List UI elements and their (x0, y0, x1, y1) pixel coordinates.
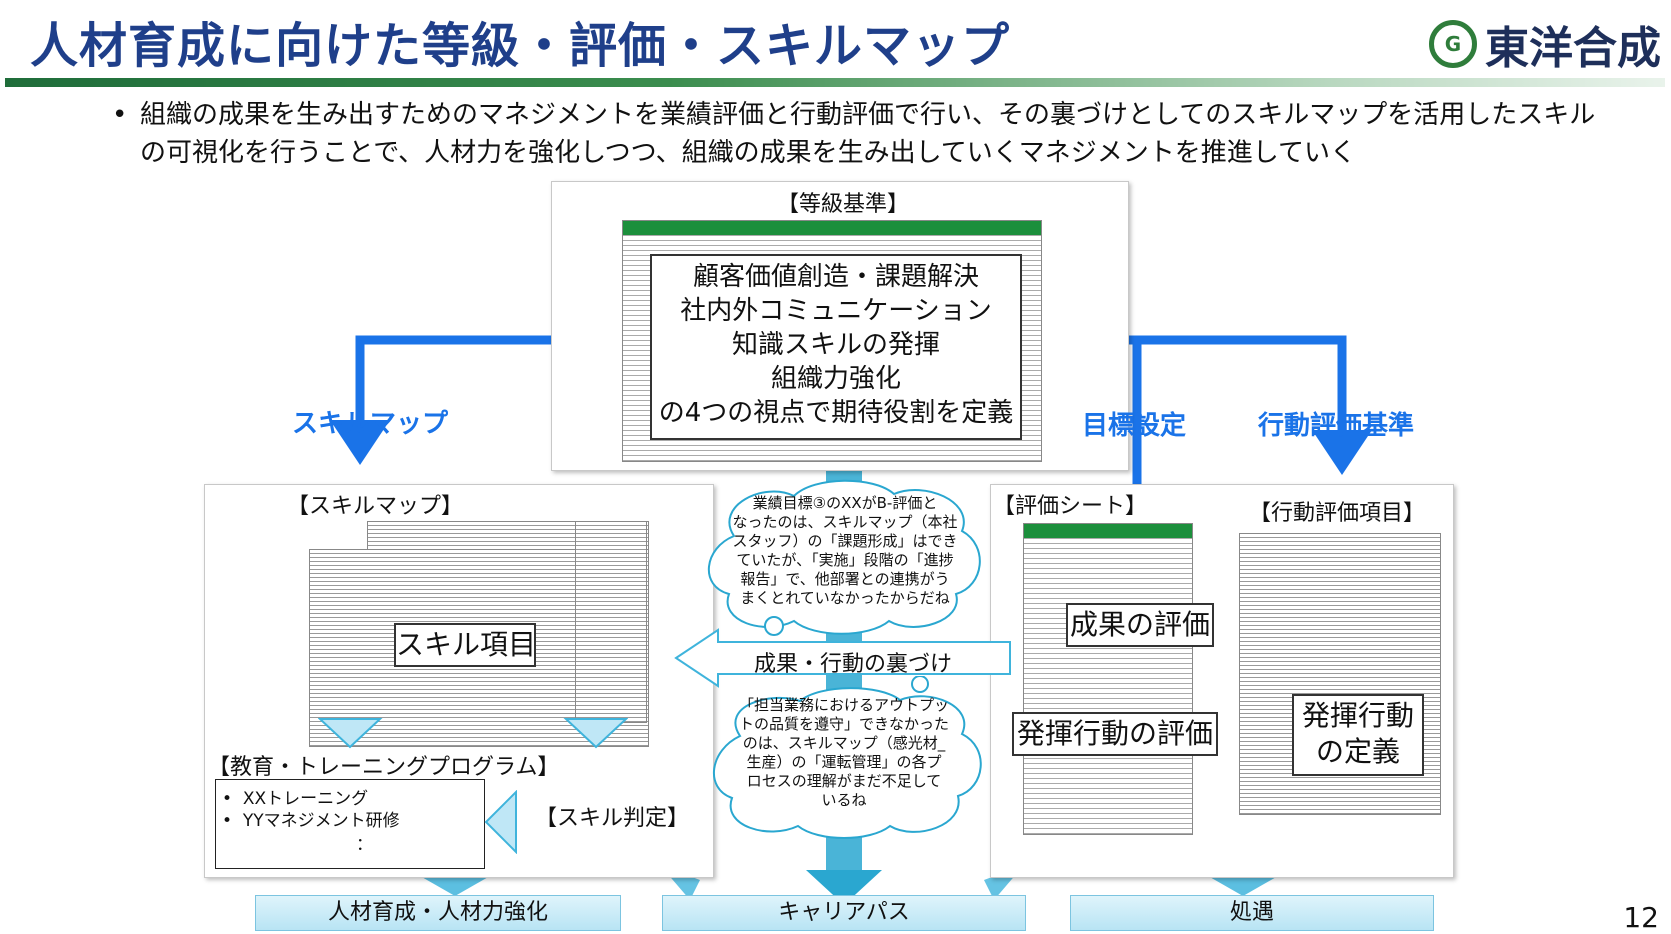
cloud-line: 業績目標③のXXがB-評価と (752, 494, 938, 512)
cloud-line: ていたが、「実施」段階の「進捗 (736, 551, 954, 569)
cloud-line: 「担当業務におけるアウトプッ (738, 696, 949, 714)
skillmap-funnels (318, 718, 628, 749)
thought-cloud-icon (712, 676, 982, 839)
backing-arrow (674, 628, 1011, 688)
training-item-ellipsis: ： (356, 835, 373, 855)
title-divider (5, 78, 1665, 87)
skill-item-label: スキル項目 (394, 623, 536, 667)
summary-text: 組織の成果を生み出すためのマネジメントを業績評価と行動評価で行い、その裏づけとし… (140, 100, 1596, 168)
eval-sheet-thumbnail (1023, 523, 1193, 835)
cloud-line: 生産）の「運転管理」の各プ (746, 753, 942, 771)
down-arrow-icon (1312, 430, 1372, 475)
cloud-line: のは、スキルマップ（感光材_ (742, 734, 946, 752)
grade-callout-line: 顧客価値創造・課題解決 (692, 262, 979, 292)
skillmap-header: 【スキルマップ】 (287, 494, 464, 519)
training-item: YYマネジメント研修 (242, 811, 400, 831)
footer-career-path: キャリアパス (662, 895, 1026, 931)
behavior-definition-label: 発揮行動 の定義 (1292, 694, 1424, 776)
goal-setting-label: 目標設定 (1082, 411, 1187, 441)
cloud-line: 報告」で、他部署との連携がう (740, 570, 950, 588)
summary-bullet: • 組織の成果を生み出すためのマネジメントを業績評価と行動評価で行い、その裏づけ… (112, 96, 1612, 172)
evaluation-panel: 【評価シート】 【行動評価項目】 (990, 484, 1454, 878)
training-header: 【教育・トレーニングプログラム】 (208, 755, 560, 780)
behavior-definition-line: 発揮行動 (1301, 699, 1414, 732)
cloud-line: トの品質を遵守」できなかった (738, 715, 949, 733)
cloud-line: なったのは、スキルマップ（本社 (732, 513, 958, 531)
behavior-standard-label: 行動評価基準 (1258, 411, 1415, 441)
left-arrow-icon (484, 790, 517, 854)
list-item: • YYマネジメント研修 (222, 811, 400, 831)
down-arrow-icon (330, 420, 390, 465)
cloud-line: いるね (821, 791, 867, 809)
logo-mark-icon: G (1429, 20, 1477, 68)
skillmap-arrow-label: スキルマップ (292, 409, 449, 439)
cloud-line: スタッフ）の「課題形成」はでき (732, 532, 958, 550)
grade-callout-line: 社内外コミュニケーション (680, 296, 992, 326)
down-arrow-icon (806, 870, 882, 905)
page-number: 12 (1623, 901, 1659, 934)
skill-judgement-label: 【スキル判定】 (535, 806, 690, 831)
bullet-dot-icon: • (112, 100, 128, 130)
behavior-items-header: 【行動評価項目】 (1249, 501, 1426, 526)
slide-title: 人材育成に向けた等級・評価・スキルマップ (30, 18, 1011, 74)
grade-header: 【等級基準】 (777, 192, 910, 217)
behavior-evaluation-label: 発揮行動の評価 (1012, 712, 1218, 756)
training-list: • XXトレーニング • YYマネジメント研修 ： (215, 779, 485, 869)
behavior-definition-line: の定義 (1315, 735, 1400, 768)
grade-callout: 顧客価値創造・課題解決 社内外コミュニケーション 知識スキルの発揮 組織力強化 … (650, 254, 1022, 440)
footer-development: 人材育成・人材力強化 (255, 895, 621, 931)
thought-cloud-icon (707, 479, 981, 636)
skillmap-thumbnail-side (575, 521, 647, 723)
footer-treatment: 処遇 (1070, 895, 1434, 931)
top-cloud-text: 業績目標③のXXがB-評価と なったのは、スキルマップ（本社 スタッフ）の「課題… (722, 494, 968, 608)
training-item: XXトレーニング (242, 789, 369, 809)
cloud-line: まくとれていなかったからだね (740, 589, 950, 607)
bottom-cloud-text: 「担当業務におけるアウトプッ トの品質を遵守」できなかった のは、スキルマップ（… (724, 696, 964, 810)
grade-callout-line: の4つの視点で期待役割を定義 (658, 398, 1014, 428)
logo-text: 東洋合成 (1485, 23, 1661, 74)
eval-sheet-header: 【評価シート】 (993, 494, 1148, 519)
grade-callout-line: 組織力強化 (770, 364, 901, 394)
cloud-line: ロセスの理解がまだ不足して (746, 772, 942, 790)
list-item: • XXトレーニング (222, 789, 369, 809)
company-logo: G 東洋合成 (1429, 12, 1661, 76)
grade-callout-line: 知識スキルの発揮 (731, 330, 940, 360)
backing-label: 成果・行動の裏づけ (754, 652, 953, 677)
result-evaluation-label: 成果の評価 (1066, 603, 1214, 647)
